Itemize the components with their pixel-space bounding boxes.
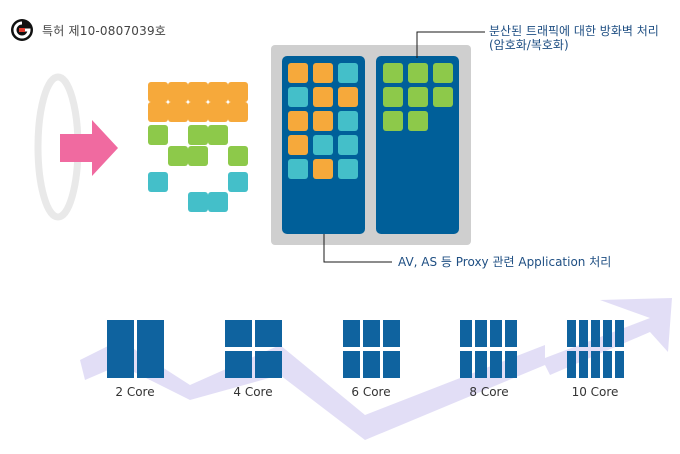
core-unit	[343, 351, 360, 378]
packet-teal	[188, 192, 208, 212]
core-unit	[107, 320, 134, 378]
packet-teal	[338, 63, 358, 83]
core-unit	[490, 351, 502, 378]
packet-green	[188, 125, 208, 145]
packet-orange	[168, 82, 188, 102]
patent-number: 특허 제10-0807039호	[42, 23, 167, 38]
core-label: 2 Core	[115, 385, 155, 399]
packet-orange	[168, 102, 188, 122]
packet-green	[228, 146, 248, 166]
packet-green	[408, 63, 428, 83]
firewall-label-line2: (암호화/복호화)	[489, 38, 569, 52]
core-unit	[603, 351, 612, 378]
firewall-column	[376, 56, 459, 234]
core-unit	[475, 351, 487, 378]
proxy-label: AV, AS 등 Proxy 관련 Application 처리	[398, 255, 612, 269]
packet-green	[188, 146, 208, 166]
packet-orange	[208, 82, 228, 102]
patent-header: 특허 제10-0807039호	[10, 18, 166, 42]
core-label: 6 Core	[351, 385, 391, 399]
core-unit	[579, 351, 588, 378]
packet-green	[208, 125, 228, 145]
core-unit	[343, 320, 360, 347]
packet-teal	[313, 135, 333, 155]
packet-green	[383, 87, 403, 107]
core-unit	[567, 320, 576, 347]
core-unit	[615, 320, 624, 347]
packet-orange	[228, 102, 248, 122]
core-unit	[383, 320, 400, 347]
packet-teal	[338, 135, 358, 155]
packet-orange	[148, 82, 168, 102]
firewall-label-line1: 분산된 트래픽에 대한 방화벽 처리	[489, 24, 659, 38]
core-unit	[490, 320, 502, 347]
packet-green	[383, 111, 403, 131]
packet-orange	[188, 102, 208, 122]
packet-orange	[313, 159, 333, 179]
core-unit	[225, 320, 252, 347]
packet-teal	[208, 192, 228, 212]
core-unit	[505, 320, 517, 347]
packet-green	[148, 125, 168, 145]
packet-orange	[228, 82, 248, 102]
core-unit	[363, 351, 380, 378]
core-unit	[603, 320, 612, 347]
core-label: 10 Core	[571, 385, 619, 399]
packet-green	[168, 146, 188, 166]
core-unit	[363, 320, 380, 347]
packet-orange	[313, 87, 333, 107]
core-unit	[591, 351, 600, 378]
packet-green	[408, 111, 428, 131]
core-label: 4 Core	[233, 385, 273, 399]
packet-teal	[338, 159, 358, 179]
incoming-arrow-icon	[60, 120, 118, 176]
core-unit	[255, 351, 282, 378]
core-unit	[475, 320, 487, 347]
packet-green	[383, 63, 403, 83]
packet-orange	[313, 63, 333, 83]
packet-orange	[288, 111, 308, 131]
core-unit	[383, 351, 400, 378]
packet-orange	[288, 63, 308, 83]
core-unit	[460, 351, 472, 378]
core-unit	[505, 351, 517, 378]
g-logo-icon	[11, 19, 33, 41]
packet-green	[408, 87, 428, 107]
core-unit	[460, 320, 472, 347]
packet-orange	[188, 82, 208, 102]
packet-green	[433, 87, 453, 107]
packet-orange	[208, 102, 228, 122]
core-unit	[591, 320, 600, 347]
core-unit	[567, 351, 576, 378]
core-unit	[615, 351, 624, 378]
packet-orange	[148, 102, 168, 122]
core-unit	[137, 320, 164, 378]
packet-teal	[148, 172, 168, 192]
core-unit	[255, 320, 282, 347]
packet-teal	[288, 159, 308, 179]
core-label: 8 Core	[469, 385, 509, 399]
core-unit	[579, 320, 588, 347]
packet-green	[433, 63, 453, 83]
packet-teal	[338, 111, 358, 131]
traffic-ring	[34, 73, 118, 221]
packet-orange	[288, 135, 308, 155]
core-unit	[225, 351, 252, 378]
packet-orange	[313, 111, 333, 131]
packet-orange	[338, 87, 358, 107]
packet-teal	[288, 87, 308, 107]
firewall-label: 분산된 트래픽에 대한 방화벽 처리 (암호화/복호화)	[489, 24, 659, 52]
packet-teal	[228, 172, 248, 192]
